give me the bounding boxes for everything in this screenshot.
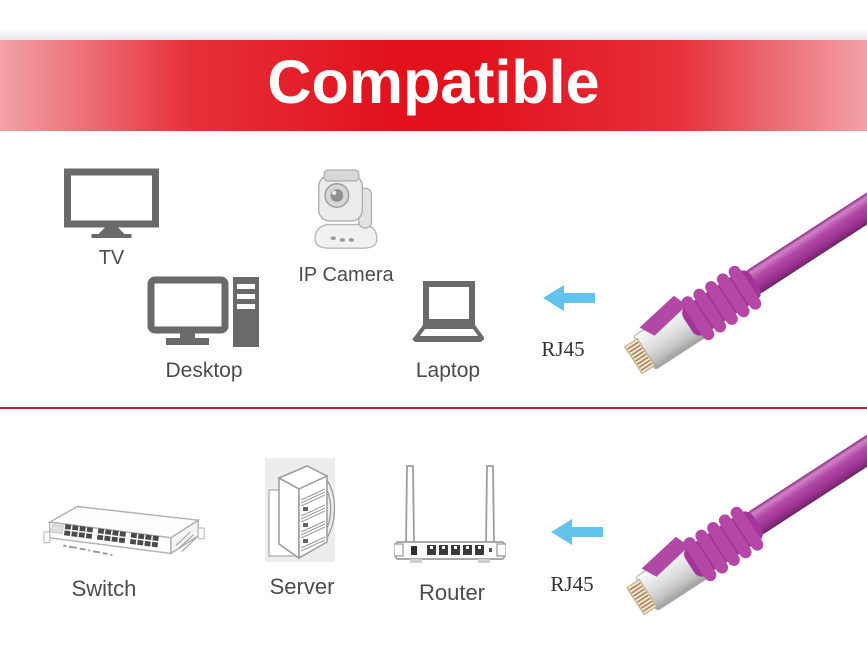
left-arrow-icon: [551, 519, 603, 545]
switch-icon: [43, 505, 205, 556]
section-divider: [0, 407, 867, 409]
rj45-patch-cable-bottom: [626, 413, 867, 616]
laptop-label: Laptop: [415, 359, 481, 382]
ip-camera-icon: [314, 169, 378, 249]
server-icon: [265, 458, 336, 562]
title-banner: Compatible: [0, 40, 867, 131]
desktop-label: Desktop: [165, 359, 243, 382]
left-arrow-icon: [543, 285, 595, 311]
tv-label: TV: [98, 247, 125, 269]
router-icon: [394, 465, 506, 563]
tv-icon: [64, 168, 159, 238]
banner-top-shadow: [0, 29, 867, 40]
router-label: Router: [418, 580, 486, 605]
rj45-patch-cable-top: [624, 138, 867, 375]
page-title: Compatible: [267, 48, 600, 116]
rj45-label-top: RJ45: [541, 337, 585, 361]
switch-label: Switch: [71, 576, 137, 601]
laptop-icon: [412, 281, 484, 342]
ip-camera-label: IP Camera: [298, 264, 394, 286]
desktop-icon: [147, 276, 259, 347]
server-label: Server: [269, 574, 335, 599]
rj45-label-bottom: RJ45: [550, 572, 594, 596]
